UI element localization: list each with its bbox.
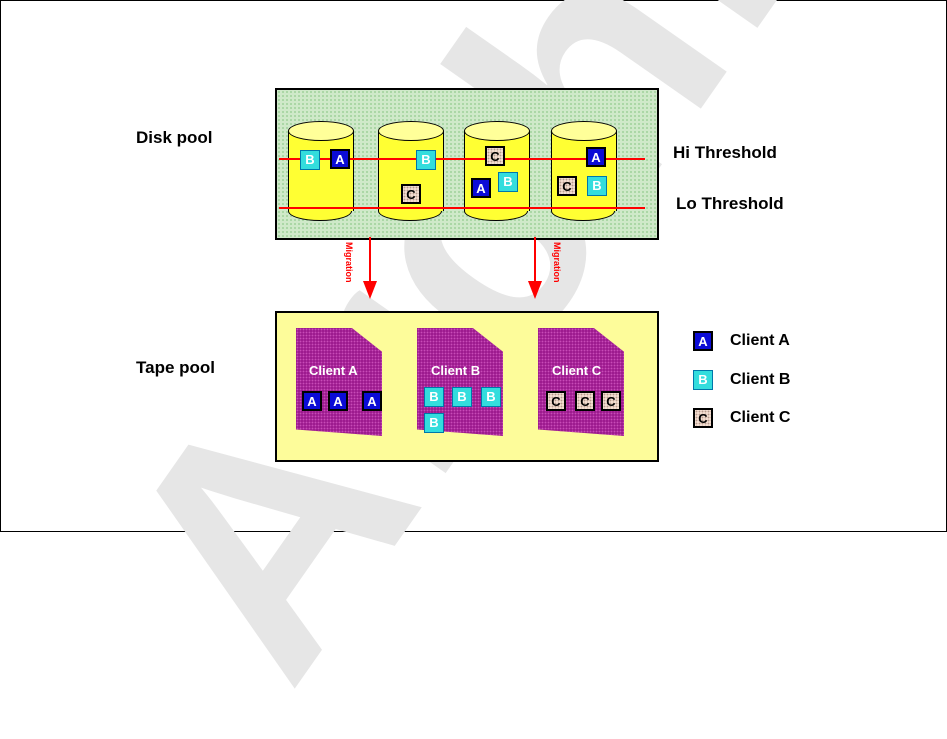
- tape-pool-label: Tape pool: [136, 358, 216, 377]
- tape-block-a: A: [328, 391, 348, 411]
- tape-block-c: C: [546, 391, 566, 411]
- disk-cylinder-4: [551, 121, 617, 221]
- legend-label-client-b: Client B: [730, 371, 791, 388]
- disk-block-c: C: [401, 184, 421, 204]
- tape-cartridge-client-a: [296, 328, 382, 436]
- migration-label: Migration: [344, 242, 354, 283]
- disk-block-a: A: [330, 149, 350, 169]
- migration-label: Migration: [552, 242, 562, 283]
- disk-block-b: B: [498, 172, 518, 192]
- disk-block-b: B: [300, 150, 320, 170]
- disk-cylinder-1: [288, 121, 354, 221]
- disk-block-b: B: [416, 150, 436, 170]
- hi-threshold-label: Hi Threshold: [673, 143, 777, 162]
- tape-block-c: C: [575, 391, 595, 411]
- tape-block-a: A: [362, 391, 382, 411]
- legend-swatch-a: A: [693, 331, 713, 351]
- migration-arrow-head: [528, 281, 542, 299]
- tape-block-c: C: [601, 391, 621, 411]
- tape-block-a: A: [302, 391, 322, 411]
- disk-cylinder-2: [378, 121, 444, 221]
- legend-label-client-a: Client A: [730, 332, 790, 349]
- disk-block-c: C: [557, 176, 577, 196]
- legend-swatch-c: C: [693, 408, 713, 428]
- tape-label: Client C: [552, 363, 602, 378]
- tape-label: Client A: [309, 363, 358, 378]
- tape-block-b: B: [424, 413, 444, 433]
- disk-block-c: C: [485, 146, 505, 166]
- lo-threshold-line: [279, 207, 645, 209]
- disk-block-a: A: [586, 147, 606, 167]
- migration-arrow: [369, 237, 371, 281]
- disk-pool-label: Disk pool: [136, 128, 213, 147]
- tape-block-b: B: [452, 387, 472, 407]
- hi-threshold-line: [279, 158, 645, 160]
- legend-swatch-b: B: [693, 370, 713, 390]
- disk-cylinder-3: [464, 121, 530, 221]
- migration-arrow-head: [363, 281, 377, 299]
- lo-threshold-label: Lo Threshold: [676, 194, 784, 213]
- tape-block-b: B: [424, 387, 444, 407]
- migration-arrow: [534, 237, 536, 281]
- tape-cartridge-client-c: [538, 328, 624, 436]
- disk-block-a: A: [471, 178, 491, 198]
- tape-block-b: B: [481, 387, 501, 407]
- legend-label-client-c: Client C: [730, 409, 791, 426]
- tape-label: Client B: [431, 363, 481, 378]
- disk-block-b: B: [587, 176, 607, 196]
